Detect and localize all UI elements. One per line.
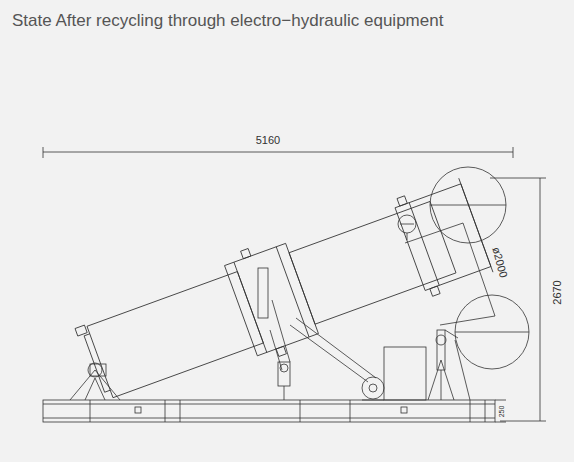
dimension-length: 5160 bbox=[254, 135, 282, 146]
dimension-base: 250 bbox=[499, 404, 506, 418]
drawing-title: State After recycling through electro−hy… bbox=[12, 12, 443, 29]
dimension-height: 2670 bbox=[551, 278, 562, 306]
dimension-diameter: ø2000 bbox=[490, 244, 510, 281]
